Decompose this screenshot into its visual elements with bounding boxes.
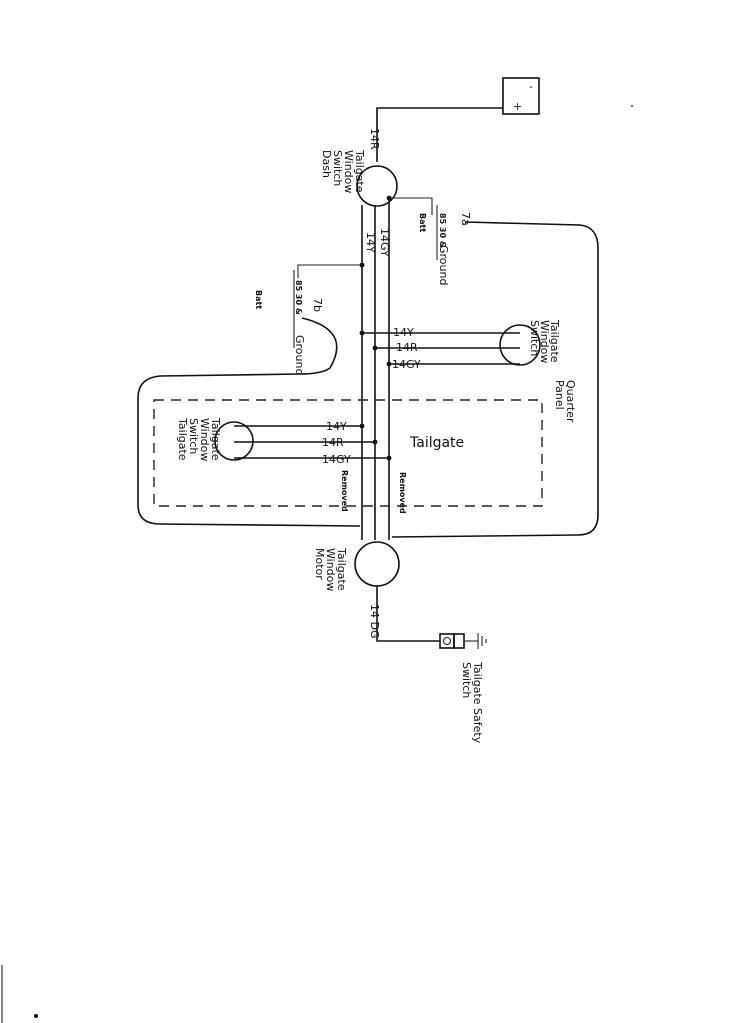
battery: + -: [502, 77, 540, 115]
label-14dg: 14 DG: [368, 604, 381, 639]
tailgate-switch: [214, 421, 254, 461]
jumper-7a-batt: Batt: [418, 213, 427, 232]
motor-label: Tailgate Window Motor: [313, 547, 348, 591]
svg-text:Switch: Switch: [528, 320, 541, 356]
label-14r-top: 14R: [368, 128, 381, 150]
svg-text:Switch: Switch: [460, 662, 473, 698]
svg-text:Window: Window: [324, 548, 337, 591]
tailgate-region: [153, 399, 543, 507]
jumper-7b-wire: [297, 264, 362, 278]
svg-text:Window: Window: [342, 150, 355, 193]
jumper-7a-code: 7a: [459, 212, 472, 226]
scan-artifacts: [1, 105, 633, 1023]
qp-label-14gy: 14GY: [392, 358, 421, 371]
jumper-7b-batt: Batt: [254, 290, 263, 309]
svg-text:Tailgate: Tailgate: [548, 319, 561, 363]
qp-label-14r: 14R: [396, 341, 418, 354]
battery-plus: +: [513, 100, 522, 113]
svg-text:Window: Window: [198, 418, 211, 461]
tg-label-14y: 14Y: [326, 420, 347, 433]
svg-text:Motor: Motor: [313, 548, 326, 580]
tg-label-14gy: 14GY: [322, 453, 351, 466]
svg-text:Tailgate: Tailgate: [353, 149, 366, 193]
svg-text:Quarter: Quarter: [564, 380, 577, 423]
svg-text:Switch: Switch: [187, 418, 200, 454]
removed-note-left: Removed: [340, 470, 349, 512]
battery-minus: -: [529, 80, 533, 93]
svg-text:Tailgate Safety: Tailgate Safety: [471, 661, 484, 744]
qp-label-14y: 14Y: [393, 326, 414, 339]
svg-text:Window: Window: [538, 320, 551, 363]
safety-switch-label: Tailgate Safety Switch: [460, 661, 484, 744]
window-motor: [354, 541, 400, 587]
tailgate-switch-label: Tailgate Window Switch Tailgate: [176, 417, 222, 461]
svg-text:Panel: Panel: [553, 380, 566, 410]
battery-feed-wire: [376, 107, 503, 162]
jumper-7a-wire: [389, 197, 433, 215]
wire-loop-right: [391, 221, 599, 538]
safety-switch: [439, 633, 487, 649]
svg-text:Tailgate: Tailgate: [335, 547, 348, 591]
junctions: [359, 195, 392, 461]
jumper-7b-ground: Ground: [293, 335, 306, 375]
svg-text:Tailgate: Tailgate: [209, 417, 222, 461]
quarter-panel-label: Quarter Panel: [553, 380, 577, 423]
label-14y-main: 14Y: [364, 232, 377, 253]
tg-label-14r: 14R: [322, 436, 344, 449]
wire-loop-left: [137, 317, 361, 527]
removed-note-right: Removed: [398, 472, 407, 514]
quarter-switch: [499, 324, 541, 366]
svg-text:Tailgate: Tailgate: [176, 417, 189, 461]
svg-text:Switch: Switch: [331, 150, 344, 186]
jumper-7b-code: 7b: [311, 298, 324, 312]
quarter-switch-label: Tailgate Window Switch: [528, 319, 561, 363]
wire-14dg: [376, 586, 440, 642]
svg-text:Dash: Dash: [320, 150, 333, 178]
dash-switch-label: Tailgate Window Switch Dash: [320, 149, 366, 193]
jumper-7b-desc: 85 30 &: [294, 280, 303, 315]
label-14gy-main: 14GY: [378, 228, 391, 257]
jumper-7a-desc: 85 30 &: [438, 213, 447, 248]
jumper-7a-ground: Ground: [437, 245, 450, 285]
dash-switch: [356, 165, 398, 207]
tailgate-region-label: Tailgate: [409, 435, 464, 451]
